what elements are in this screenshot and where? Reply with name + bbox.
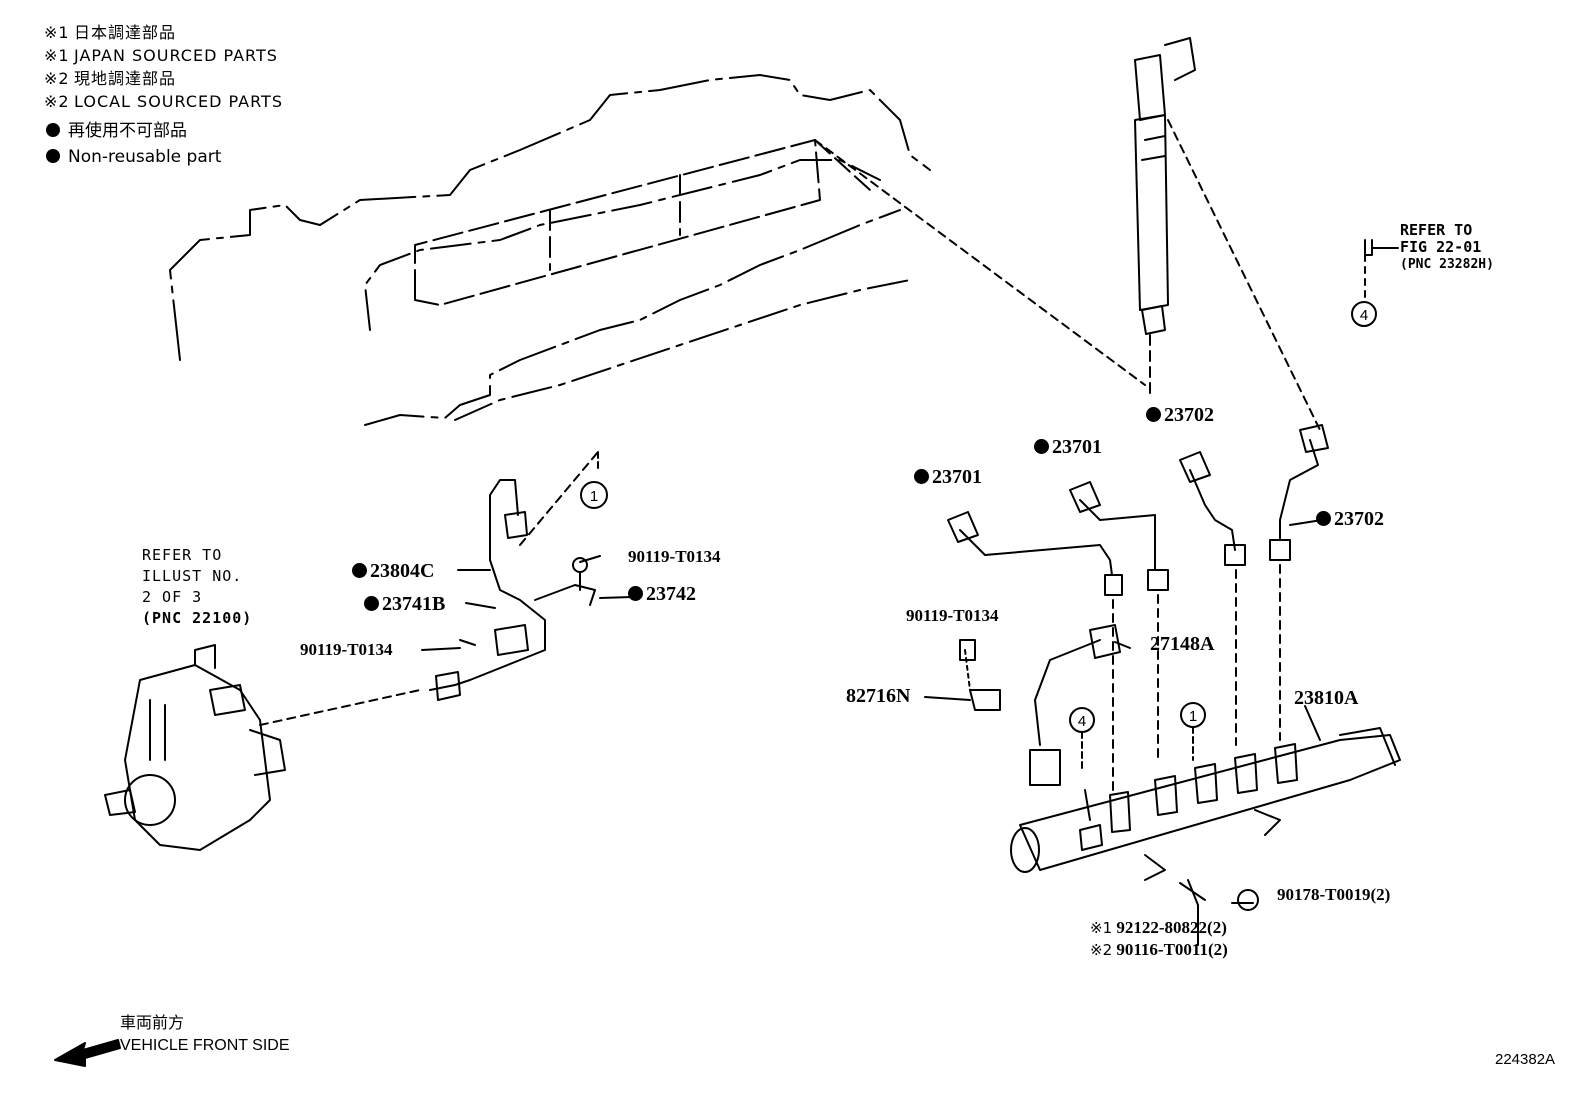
injector-drawing — [1134, 37, 1196, 396]
bullet-icon — [46, 149, 60, 163]
bullet-icon — [1146, 407, 1161, 422]
bullet-icon — [914, 469, 929, 484]
callout-1-top: 1 — [590, 488, 598, 505]
rocker-cover-inner — [549, 139, 871, 271]
bullet-icon — [1034, 439, 1049, 454]
figure-number: 224382A — [1495, 1051, 1556, 1068]
engine-block-outline — [169, 74, 931, 361]
rocker-cover — [414, 139, 821, 306]
part-label-90116: ※2 90116-T0011(2) — [1090, 940, 1228, 959]
pipe-23804c — [429, 479, 546, 691]
part-label-23702-a: 23702 — [1146, 404, 1214, 426]
injection-pipes — [947, 424, 1329, 596]
part-label-23741b: 23741B — [364, 593, 445, 615]
front-arrow-shape — [54, 1039, 121, 1067]
engine-ridge — [364, 159, 881, 331]
engine-head-front — [364, 209, 901, 426]
nonreusable-jp: 再使用不可部品 — [46, 118, 221, 144]
part-label-23810a: 23810A — [1294, 687, 1359, 709]
part-label-23701-b: 23701 — [1034, 436, 1102, 458]
bullet-icon — [352, 563, 367, 578]
part-label-23701-a: 23701 — [914, 466, 982, 488]
bullet-icon — [1316, 511, 1331, 526]
engine-lower — [454, 279, 911, 421]
part-label-90119-left: 90119-T0134 — [300, 640, 393, 659]
callout-1-rail: 1 — [1189, 708, 1197, 725]
callout-4-top: 4 — [1360, 307, 1368, 324]
part-label-27148a: 27148A — [1150, 633, 1215, 655]
part-label-23702-b: 23702 — [1316, 508, 1384, 530]
part-label-23742: 23742 — [628, 583, 696, 605]
part-label-90119-top: 90119-T0134 — [628, 547, 721, 566]
part-label-90119-right: 90119-T0134 — [906, 606, 999, 625]
legend-nonreusable: 再使用不可部品 Non-reusable part — [46, 118, 221, 170]
callout-4-rail: 4 — [1078, 713, 1086, 730]
bullet-icon — [628, 586, 643, 601]
nonreusable-en: Non-reusable part — [46, 144, 221, 170]
bullet-icon — [46, 123, 60, 137]
vehicle-front-en: VEHICLE FRONT SIDE — [120, 1037, 290, 1054]
common-rail-drawing — [1010, 727, 1401, 881]
vehicle-front-label: 車両前方 VEHICLE FRONT SIDE — [120, 1013, 290, 1057]
part-label-82716n: 82716N — [846, 685, 911, 707]
vehicle-front-jp: 車両前方 — [120, 1015, 185, 1032]
part-label-90178: 90178-T0019(2) — [1277, 885, 1391, 904]
supply-pump-drawing — [104, 644, 286, 851]
part-label-23804c: 23804C — [352, 560, 434, 582]
part-label-92122: ※1 92122-80822(2) — [1090, 918, 1227, 937]
bullet-icon — [364, 596, 379, 611]
